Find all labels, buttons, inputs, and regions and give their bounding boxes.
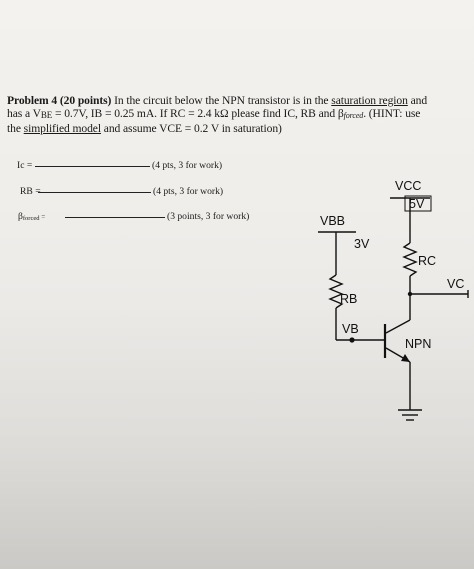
vcc-label: VCC bbox=[395, 179, 421, 193]
rb-resistor bbox=[328, 274, 344, 309]
vb-node-dot bbox=[349, 337, 355, 343]
paper-shadow bbox=[0, 300, 474, 569]
problem-text-4b: and assume VCE = 0.2 V in saturation) bbox=[100, 122, 282, 136]
vc-label: VC bbox=[447, 277, 464, 291]
forced-subscript: forced bbox=[343, 111, 364, 121]
beta-symbol: β bbox=[18, 211, 23, 222]
ic-points: (4 pts, 3 for work) bbox=[152, 160, 223, 171]
vb-label: VB bbox=[342, 322, 359, 336]
vc-junction-dot bbox=[407, 291, 413, 297]
problem-text-3a: has a V bbox=[7, 107, 41, 121]
vbb-label: VBB bbox=[320, 214, 345, 228]
problem-text-1: In the circuit below the NPN transistor … bbox=[111, 94, 332, 107]
problem-heading: Problem 4 (20 points) bbox=[7, 94, 112, 107]
rb-answer-blank[interactable] bbox=[38, 192, 151, 193]
rb-answer-row: RB = (4 pts, 3 for work) bbox=[20, 186, 223, 197]
ic-label: Ic = bbox=[17, 160, 33, 171]
problem-text-2: and bbox=[407, 94, 428, 107]
simplified-model-text: simplified model bbox=[23, 122, 101, 136]
beta-answer-row: βforced = (3 points, 3 for work) bbox=[18, 211, 249, 222]
rc-resistor bbox=[402, 242, 418, 277]
ic-answer-blank[interactable] bbox=[35, 166, 150, 167]
problem-text-3c: . (HINT: use bbox=[363, 107, 421, 121]
npn-label: NPN bbox=[405, 337, 431, 351]
rb-label: RB = bbox=[20, 186, 41, 197]
vcc-value: 5V bbox=[409, 197, 425, 211]
rc-label: RC bbox=[418, 254, 436, 268]
vbb-value: 3V bbox=[354, 237, 370, 251]
rb-points: (4 pts, 3 for work) bbox=[153, 186, 224, 197]
emitter-arrow bbox=[401, 354, 410, 362]
npn-collector-lead bbox=[385, 319, 411, 334]
ic-answer-row: Ic = (4 pts, 3 for work) bbox=[17, 160, 222, 171]
problem-statement: Problem 4 (20 points) In the circuit bel… bbox=[7, 94, 471, 136]
beta-subscript: forced bbox=[22, 215, 40, 222]
rb-label: RB bbox=[340, 292, 357, 306]
beta-points: (3 points, 3 for work) bbox=[167, 211, 250, 222]
saturation-region-text: saturation region bbox=[331, 94, 408, 107]
vbe-subscript: BE bbox=[40, 110, 53, 121]
beta-equals: = bbox=[39, 213, 46, 221]
problem-text-3b: = 0.7V, IB = 0.25 mA. If RC = 2.4 kΩ ple… bbox=[52, 107, 344, 121]
vcc-value-box bbox=[404, 195, 432, 212]
problem-text-4a: the bbox=[7, 122, 24, 136]
beta-answer-blank[interactable] bbox=[65, 217, 165, 218]
